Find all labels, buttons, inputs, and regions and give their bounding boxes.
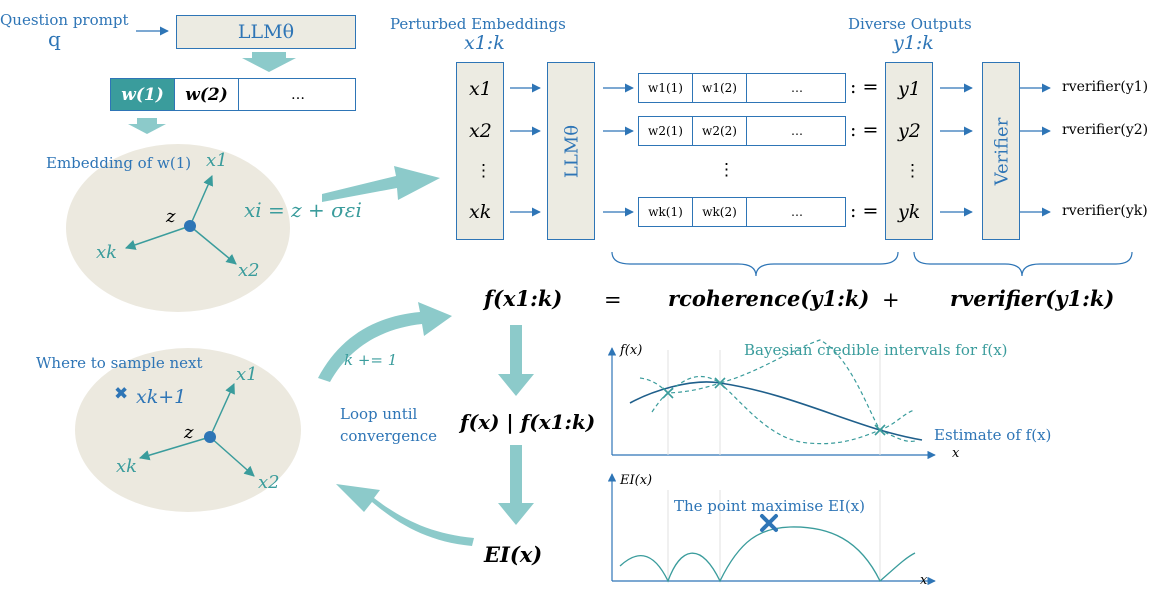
perturbed-item: x2	[469, 120, 492, 142]
output-ellipsis: …	[791, 81, 803, 95]
embedding-center-label: z	[166, 206, 176, 227]
token-w1: w(1)	[111, 79, 175, 110]
equation-coherence: rcoherence(y1:k)	[668, 286, 870, 311]
token-w2: w(2)	[175, 79, 239, 110]
output-token: wk(2)	[693, 198, 747, 226]
perturbed-title: Perturbed Embeddings	[390, 15, 566, 33]
perturbed-column: x1 x2 ⋮ xk	[456, 62, 504, 240]
verifier-output: rverifier(y2)	[1062, 122, 1149, 138]
verifier-box: Verifier	[982, 62, 1020, 240]
perturbed-var: x1:k	[464, 32, 505, 54]
output-row-k: wk(1) wk(2) …	[638, 197, 846, 227]
assign-symbol: : =	[850, 76, 879, 98]
diverse-vdots: ⋮	[904, 161, 921, 181]
braces	[611, 251, 1133, 277]
equation-verifier: rverifier(y1:k)	[950, 286, 1115, 311]
fx-point	[714, 377, 726, 389]
diverse-title: Diverse Outputs	[848, 15, 972, 33]
output-token: w1(2)	[693, 74, 747, 102]
fx-observed-points	[662, 377, 886, 436]
sample-vectors	[138, 383, 255, 477]
k-update: k += 1	[344, 351, 398, 369]
output-vdots: ⋮	[718, 160, 735, 180]
sample-center-label: z	[184, 422, 194, 443]
embedding-ellipse	[66, 144, 290, 312]
question-prompt-label: Question prompt	[0, 11, 129, 29]
llm-mid-box: LLMθ	[547, 62, 595, 240]
fx-point	[662, 387, 674, 399]
fx-ylabel: f(x)	[620, 343, 643, 358]
output-row-1: w1(1) w1(2) …	[638, 73, 846, 103]
ei-chart	[607, 473, 936, 586]
perturbed-item: xk	[469, 201, 492, 223]
sample-axis-x1: x1	[236, 364, 258, 385]
token-ellipsis: …	[291, 86, 305, 103]
fx-chart	[607, 339, 936, 460]
verifier-label: Verifier	[991, 117, 1013, 186]
ei-max-annotation: The point maximise EI(x)	[674, 497, 866, 515]
diverse-item: y1	[898, 78, 921, 100]
output-ellipsis: …	[791, 205, 803, 219]
ei-expr: EI(x)	[484, 542, 543, 567]
output-token: w2(1)	[639, 117, 693, 145]
embedding-label: Embedding of w(1)	[46, 154, 192, 172]
output-token: w2(2)	[693, 117, 747, 145]
sample-axis-x2: x2	[258, 472, 280, 493]
diverse-item: y2	[898, 120, 921, 142]
embedding-vectors	[125, 175, 237, 265]
output-token: w1(1)	[639, 74, 693, 102]
flow-arrows	[136, 26, 1051, 217]
llm-top-label: LLMθ	[237, 21, 295, 43]
equation-equals: =	[604, 288, 622, 312]
diverse-item: yk	[898, 201, 921, 223]
perturbed-item: x1	[469, 78, 492, 100]
token-row: w(1) w(2) …	[110, 78, 356, 111]
ei-max-marker	[760, 514, 778, 532]
sample-axis-xk: xk	[116, 456, 138, 477]
embedding-formula: xi = z + σεi	[244, 198, 362, 222]
embedding-axis-x2: x2	[238, 260, 260, 281]
fx-credible-annotation: Bayesian credible intervals for f(x)	[744, 341, 1008, 359]
fx-estimate-curve	[629, 381, 923, 441]
assign-symbol: : =	[850, 119, 879, 141]
fx-xlabel: x	[952, 446, 960, 461]
ei-ylabel: EI(x)	[620, 473, 653, 488]
output-row-2: w2(1) w2(2) …	[638, 116, 846, 146]
verifier-output: rverifier(yk)	[1062, 203, 1148, 219]
output-token: wk(1)	[639, 198, 693, 226]
posterior-expr: f(x) | f(x1:k)	[460, 410, 596, 434]
llm-mid-label: LLMθ	[561, 124, 583, 179]
assign-symbol: : =	[850, 200, 879, 222]
sample-next-var: xk+1	[136, 386, 187, 408]
output-ellipsis: …	[791, 124, 803, 138]
diverse-column: y1 y2 ⋮ yk	[885, 62, 933, 240]
big-arrows	[128, 52, 534, 546]
embedding-axis-xk: xk	[96, 242, 118, 263]
loop-until-label: Loop until convergence	[340, 405, 438, 445]
diverse-var: y1:k	[893, 32, 934, 54]
equation-lhs: f(x1:k)	[484, 286, 563, 311]
equation-plus: +	[882, 288, 900, 312]
embedding-center-dot	[184, 220, 196, 232]
ei-curve	[619, 526, 916, 583]
sample-next-label: Where to sample next	[36, 354, 203, 372]
verifier-output: rverifier(y1)	[1062, 79, 1149, 95]
ei-xlabel: x	[920, 573, 928, 588]
question-prompt-var: q	[48, 27, 61, 51]
embedding-axis-x1: x1	[206, 150, 228, 171]
sample-center-dot	[204, 431, 216, 443]
sample-next-marker: ✖	[114, 384, 129, 404]
perturbed-vdots: ⋮	[475, 161, 492, 181]
llm-top-box: LLMθ	[176, 15, 356, 49]
fx-point	[874, 424, 886, 436]
fx-estimate-annotation: Estimate of f(x)	[934, 426, 1052, 444]
